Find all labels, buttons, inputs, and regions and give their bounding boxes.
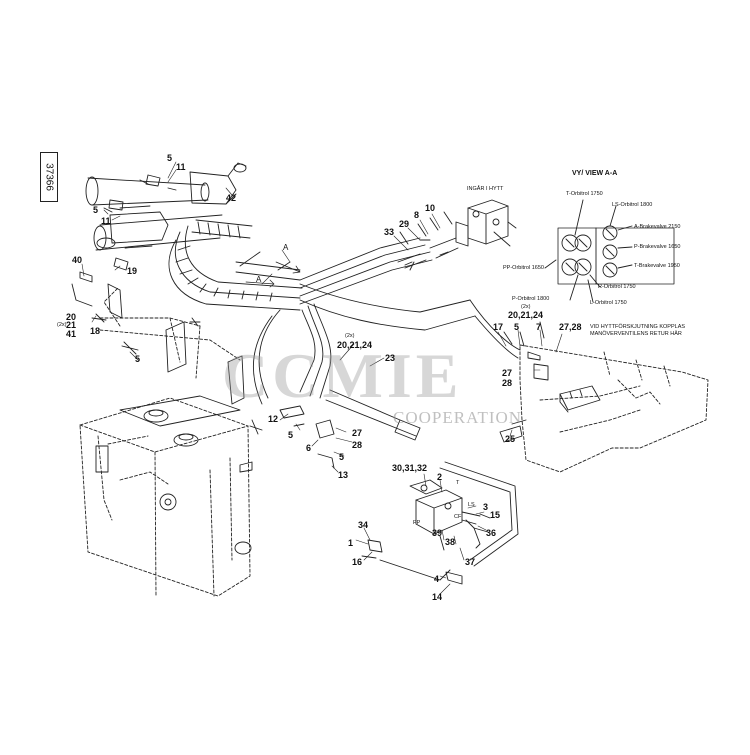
view-a-a (544, 199, 675, 303)
view-label-a-brake: A-Brakevalve 2150 (634, 224, 681, 230)
view-title: VY/ VIEW A-A (572, 170, 618, 177)
callout-5: 5 (288, 430, 294, 440)
callout-38: 38 (445, 537, 456, 547)
callout-8: 8 (414, 210, 420, 220)
callout-10: 10 (425, 203, 436, 213)
view-label-p-orbitrol: P-Orbitrol 1800 (512, 296, 550, 302)
fittings (71, 179, 545, 585)
note-line-2: MANÖVERVENTILENS RETUR HÄR (590, 331, 682, 337)
callout-30-31-32: 30,31,32 (392, 463, 428, 473)
callout-5: 5 (514, 322, 520, 332)
callout-39: 39 (432, 528, 443, 538)
callout-5: 5 (93, 205, 99, 215)
callout-27: 27 (502, 368, 513, 378)
callout-20-21-24: 20,21,24 (337, 340, 373, 350)
callout-17: 17 (493, 322, 504, 332)
callout-29: 29 (399, 219, 410, 229)
frame-outline (99, 287, 241, 379)
callout-5: 5 (339, 452, 345, 462)
leader-lines (81, 161, 563, 595)
view-label-p-brake: P-Brakevalve 1650 (634, 244, 681, 250)
doc-number-box: 37366 (40, 152, 58, 202)
frame-plate (519, 344, 709, 473)
view-label-t-brake: T-Brakevalve 1950 (634, 263, 680, 269)
callout-16: 16 (352, 557, 363, 567)
callout-1: 1 (348, 538, 354, 548)
doc-number: 37366 (43, 163, 55, 191)
view-label-ls-orbitrol: LS-Orbitrol 1800 (612, 202, 653, 208)
callout-23: 23 (385, 353, 396, 363)
view-label-pp-orbitrol: PP-Orbitrol 1650 (503, 265, 544, 271)
callout-11: 11 (176, 162, 186, 172)
callout-3: 3 (483, 502, 489, 512)
callout-42: 42 (226, 193, 237, 203)
note-line-1: VID HYTTFÖRSKJUTNING KOPPLAS (590, 324, 686, 330)
callout-11: 11 (101, 216, 111, 226)
section-marker-top: A (283, 243, 289, 252)
manifold-block (527, 351, 601, 413)
callout-41: 41 (66, 329, 77, 339)
hydraulic-tank (79, 397, 251, 597)
callout-40: 40 (72, 255, 83, 265)
port-pp: PP (413, 520, 421, 526)
callout-36: 36 (486, 528, 497, 538)
view-label-t-orbitrol: T-Orbitrol 1750 (566, 191, 603, 197)
view-label-l-orbitrol: L-Orbitrol 1750 (590, 300, 627, 306)
callout-15: 15 (490, 510, 501, 520)
callout-14: 14 (432, 592, 443, 602)
steering-cylinder (85, 162, 247, 271)
port-t: T (456, 480, 460, 486)
cab-brake-valve (397, 199, 517, 269)
callout-28: 28 (352, 440, 363, 450)
callout-25: 25 (505, 434, 516, 444)
callout-37: 37 (465, 557, 476, 567)
section-marker-bottom: A (256, 275, 262, 284)
callout-2x: (2x) (521, 304, 531, 310)
view-label-r-orbitrol: R-Orbitrol 1750 (598, 284, 636, 290)
callout-28: 28 (502, 378, 513, 388)
callout-5: 5 (167, 153, 173, 163)
cab-label: INGÅR I HYTT (467, 186, 504, 192)
callout-6: 6 (306, 443, 312, 453)
callout-2: 2 (437, 472, 443, 482)
port-ls: LS (468, 502, 475, 508)
callout-7: 7 (536, 322, 542, 332)
callout-2x: (2x) (345, 333, 355, 339)
callout-20-21-24: 20,21,24 (508, 310, 544, 320)
callout-34: 34 (358, 520, 369, 530)
section-arrows (245, 261, 301, 288)
callout-2x: (2x) (57, 322, 67, 328)
cable-chain (168, 219, 303, 311)
callout-27-28: 27,28 (559, 322, 582, 332)
watermark-subtitle: COOPERATION (393, 408, 523, 427)
pipe-brackets (107, 283, 245, 405)
port-cf: CF (454, 514, 462, 520)
callout-19: 19 (127, 266, 138, 276)
callout-20: 20 (66, 312, 77, 322)
watermark-title: CCMIE (222, 340, 463, 411)
control-valve (409, 479, 481, 551)
callout-33: 33 (384, 227, 395, 237)
tank-top-details (95, 395, 253, 555)
callout-12: 12 (268, 414, 279, 424)
callout-5: 5 (135, 354, 141, 364)
callout-13: 13 (338, 470, 349, 480)
callout-4: 4 (434, 574, 440, 584)
callout-27: 27 (352, 428, 363, 438)
callout-21: 21 (66, 320, 77, 330)
callout-18: 18 (90, 326, 101, 336)
